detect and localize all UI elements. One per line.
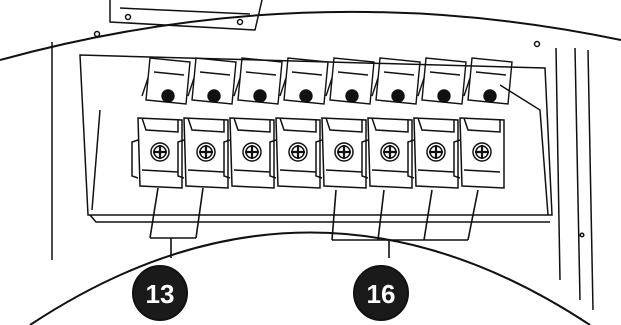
leader-lines-13 <box>149 187 204 258</box>
front-terminal <box>407 117 459 189</box>
front-terminal <box>223 117 275 189</box>
front-terminal <box>361 117 413 189</box>
callout-13: 13 <box>132 265 188 321</box>
side-panels <box>51 30 594 311</box>
back-terminal <box>141 57 191 105</box>
back-terminal <box>279 57 329 105</box>
callout-13-label: 13 <box>146 279 175 309</box>
front-terminal-row <box>131 117 505 189</box>
front-terminal <box>131 117 183 189</box>
enclosure-top-arc <box>0 10 621 61</box>
back-terminal <box>233 57 283 105</box>
back-terminal <box>371 57 421 105</box>
back-terminal <box>325 57 375 105</box>
back-terminal <box>463 57 513 105</box>
front-terminal <box>453 117 505 189</box>
callout-16-label: 16 <box>367 279 396 309</box>
terminal-housing <box>79 54 553 223</box>
front-terminal <box>315 117 367 189</box>
leader-lines-16 <box>331 189 479 258</box>
back-terminal-row <box>141 57 513 105</box>
front-terminal <box>269 117 321 189</box>
callout-16: 16 <box>353 265 409 321</box>
enclosure-inner-arc <box>29 231 591 325</box>
back-terminal <box>417 57 467 105</box>
back-terminal <box>187 57 237 105</box>
top-bracket <box>109 0 263 31</box>
front-terminal <box>177 117 229 189</box>
